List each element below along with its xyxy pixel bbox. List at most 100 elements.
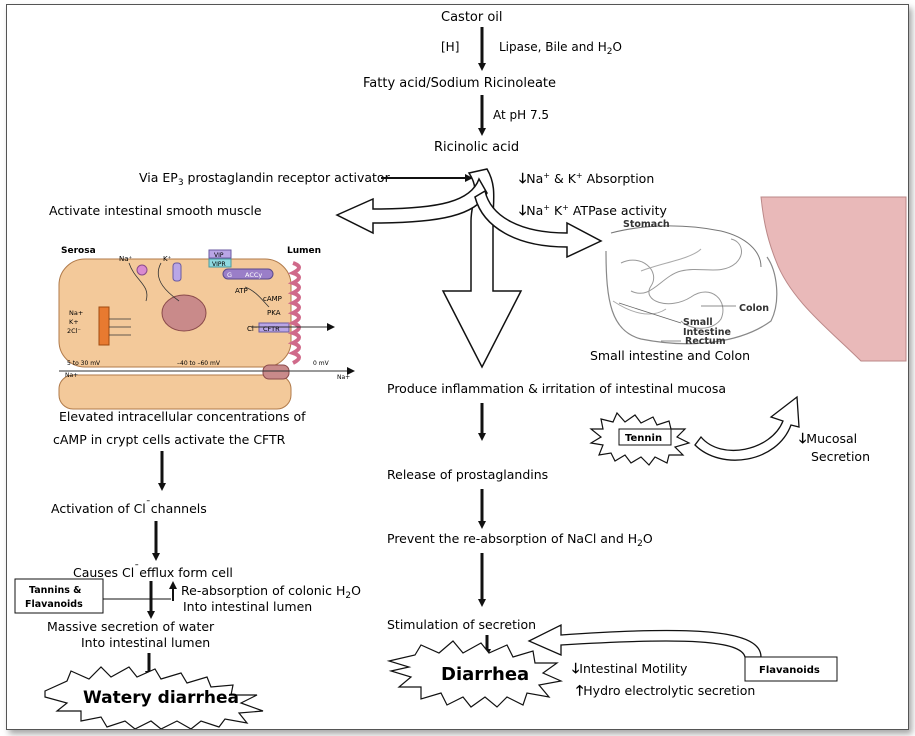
acc-label: ACCy	[245, 271, 262, 279]
activation-end: channels	[151, 501, 207, 516]
motility-label: 🡓Intestinal Motility	[572, 661, 688, 677]
atpase: ATPase activity	[569, 203, 668, 218]
into-lumen-label-1: Into intestinal lumen	[183, 599, 312, 614]
k-arrow	[158, 262, 180, 302]
fatty-acid-label: Fatty acid/Sodium Ricinoleate	[363, 76, 556, 91]
na-bottom-left-label: Na+	[65, 372, 78, 379]
cell-na-label: Na⁺	[119, 255, 133, 263]
plus-4: +	[562, 203, 569, 212]
k-side-label: K+	[69, 318, 79, 326]
anatomy-caption: Small intestine and Colon	[590, 348, 750, 363]
na-k-absorption-label: 🡓Na+ & K+ Absorption	[519, 171, 654, 187]
down-arrow-2: 🡓	[519, 203, 526, 219]
tennin-box	[618, 428, 672, 446]
plus-3: +	[543, 203, 550, 212]
small-label: Small	[683, 317, 713, 328]
nucleus	[161, 294, 207, 332]
mucosal-label: 🡓Mucosal	[799, 431, 857, 447]
atp-label: ATP	[235, 287, 248, 295]
secretion-label: Secretion	[811, 449, 870, 464]
cl-side-label: 2Cl⁻	[67, 327, 81, 335]
causes-sup: ¯	[134, 564, 139, 575]
cl-label: Cl⁻	[247, 325, 258, 333]
and-k: & K	[550, 171, 577, 186]
reabs-o: O	[351, 583, 361, 598]
reabs-sub: 2	[345, 591, 351, 601]
ep3-sub: 3	[178, 178, 184, 188]
vipr-box	[208, 258, 232, 268]
lipase-label: Lipase, Bile and H2O	[499, 40, 622, 57]
flavanoids-label-right: Flavanoids	[759, 665, 820, 676]
prevent-text: Prevent the re-absorption of NaCl and H	[387, 531, 637, 546]
up-arrow-hydro: 🡑	[576, 683, 583, 699]
ph-label: At pH 7.5	[493, 108, 549, 122]
hollow-arrow-left	[335, 177, 488, 235]
activation-sup: ¯	[146, 500, 151, 511]
down-arrow-mucosal: 🡓	[799, 431, 806, 447]
diagram-frame: Castor oil [H] Lipase, Bile and H2O Fatt…	[6, 4, 909, 730]
abdominal-wall	[760, 196, 907, 362]
atp-camp-arrow	[244, 286, 270, 308]
camp-label: cAMP	[263, 295, 282, 303]
castor-oil-diarrhea-diagram: Castor oil [H] Lipase, Bile and H2O Fatt…	[14, 10, 907, 729]
colon-label: Colon	[739, 303, 769, 314]
massive-label-1: Massive secretion of water	[47, 619, 215, 634]
elevated-label-2: cAMP in crypt cells activate the CFTR	[53, 432, 286, 447]
intestine-coils-3	[612, 248, 702, 315]
inflammation-label: Produce inflammation & irritation of int…	[387, 381, 726, 396]
vipr-label: VIPR	[212, 261, 226, 268]
tight-junction	[262, 364, 290, 380]
na-k-atpase-label: 🡓Na+ K+ ATPase activity	[519, 203, 668, 219]
h-label: [H]	[441, 40, 459, 54]
serosa-label: Serosa	[61, 246, 96, 256]
lipase-text: Lipase, Bile and H	[499, 40, 607, 54]
stomach-outline	[610, 225, 762, 268]
cell-illustration: Serosa Lumen Na⁺ K⁺ VIP VIPR G ACCy ATP …	[58, 246, 355, 410]
intestine-label: Intestine	[683, 327, 731, 338]
lipase-o: O	[613, 40, 622, 54]
activation-cl-label: Activation of Cl¯channels	[51, 500, 207, 516]
absorption: Absorption	[583, 171, 655, 186]
causes-cl-label: Causes Cl¯efflux form cell	[73, 564, 233, 580]
tannins-label-2: Flavanoids	[25, 599, 83, 610]
flavanoids-hollow-arrow	[527, 623, 762, 658]
tennin-label: Tennin	[625, 433, 662, 444]
prevent-reabs-label: Prevent the re-absorption of NaCl and H2…	[387, 531, 653, 549]
activation-text: Activation of Cl	[51, 501, 146, 516]
lumen-label: Lumen	[287, 246, 321, 256]
flavanoids-box-right	[744, 656, 838, 682]
reabs-colonic-label: Re-absorption of colonic H2O	[181, 583, 361, 601]
basolateral-channel	[98, 306, 110, 346]
reabs-text: Re-absorption of colonic H	[181, 583, 345, 598]
massive-label-2: Into intestinal lumen	[81, 635, 210, 650]
vip-box	[208, 249, 232, 259]
prevent-sub: 2	[637, 539, 643, 549]
release-pg-label: Release of prostaglandins	[387, 467, 548, 482]
plus-2: +	[576, 171, 583, 180]
tannins-label-1: Tannins &	[29, 585, 81, 596]
na-bottom-right-label: Na+	[337, 374, 350, 381]
k-2: K	[550, 203, 563, 218]
plus-1: +	[543, 171, 550, 180]
colon-outline	[605, 250, 778, 345]
rectum-label: Rectum	[685, 336, 726, 347]
gs-acc-box	[222, 268, 274, 280]
prevent-o: O	[643, 531, 653, 546]
ep3-text: Via EP	[139, 170, 178, 185]
hollow-arrow-right	[474, 189, 603, 259]
hydro-label: 🡑Hydro electrolytic secretion	[576, 683, 755, 699]
na-pump	[136, 264, 148, 276]
na-side-label: Na+	[69, 309, 83, 317]
motility-text: Intestinal Motility	[579, 661, 688, 676]
small-leader	[618, 302, 682, 324]
cell-k-label: K⁺	[163, 255, 172, 263]
lipase-sub: 2	[607, 47, 613, 57]
pka-label: PKA	[267, 309, 281, 317]
cell-body-lower	[58, 374, 292, 410]
tennin-hollow-arrow	[694, 395, 800, 461]
causes-text: Causes Cl	[73, 565, 134, 580]
activate-muscle-label: Activate intestinal smooth muscle	[49, 203, 262, 218]
anatomy-illustration: Stomach Colon Small Intestine Rectum Sma…	[590, 196, 907, 363]
diarrhea-starburst	[386, 640, 564, 708]
intestine-coils-2	[630, 238, 742, 294]
